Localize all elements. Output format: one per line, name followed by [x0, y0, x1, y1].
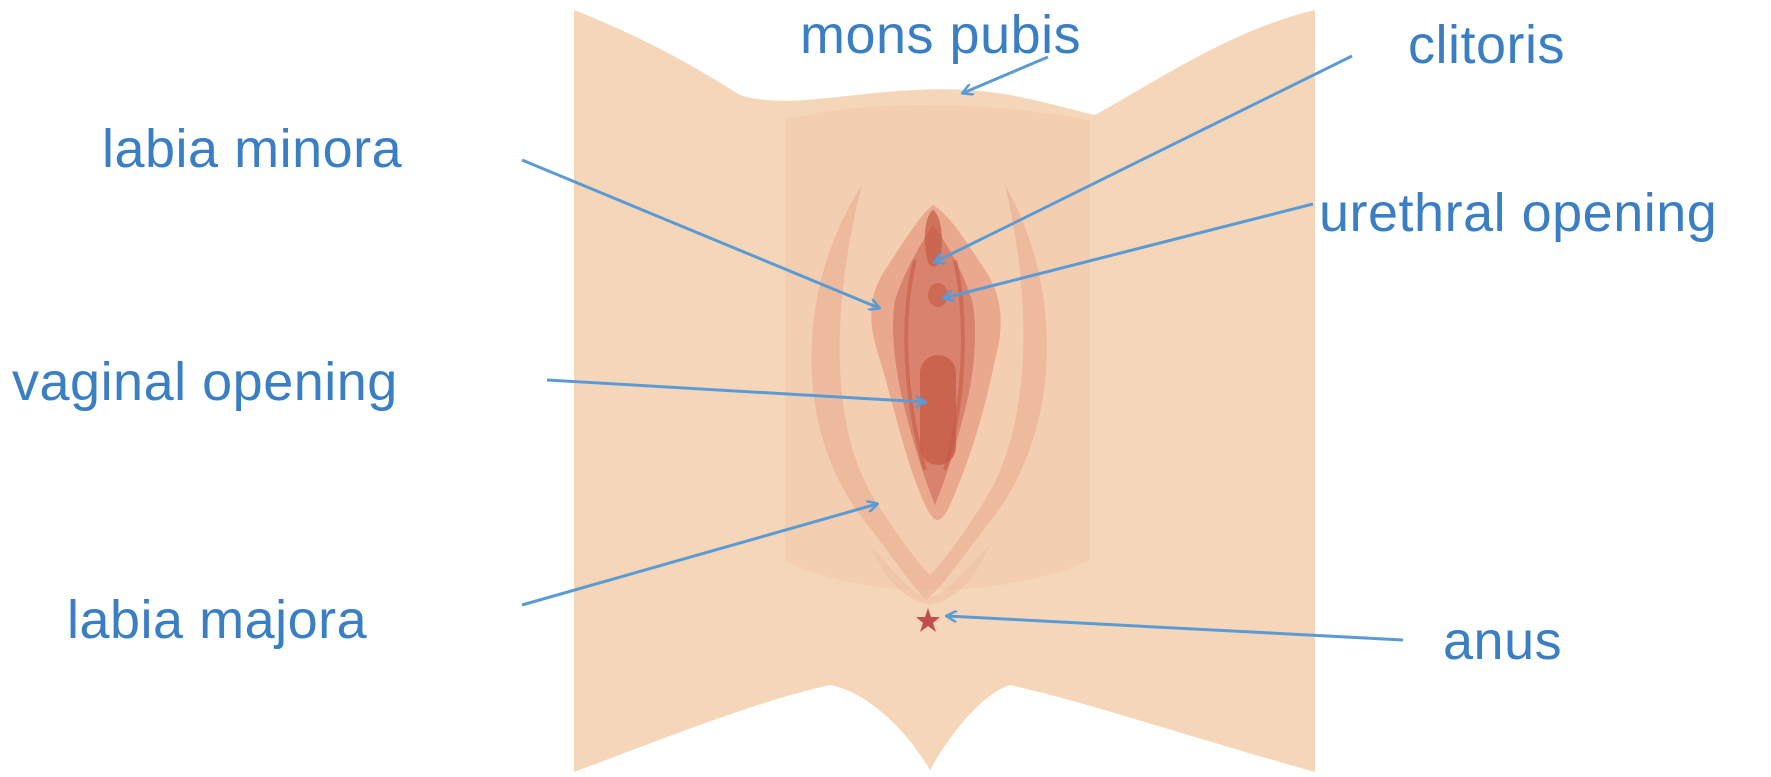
- vaginal-opening-shape: [920, 355, 956, 465]
- label-mons-pubis: mons pubis: [800, 8, 1081, 62]
- urethral-opening-shape: [928, 283, 948, 307]
- label-clitoris: clitoris: [1408, 18, 1565, 72]
- label-labia-majora: labia majora: [67, 593, 367, 647]
- label-anus: anus: [1443, 614, 1562, 668]
- label-labia-minora: labia minora: [102, 122, 402, 176]
- label-urethral-opening: urethral opening: [1319, 186, 1717, 240]
- label-vaginal-opening: vaginal opening: [12, 355, 398, 409]
- body-illustration: [574, 10, 1315, 772]
